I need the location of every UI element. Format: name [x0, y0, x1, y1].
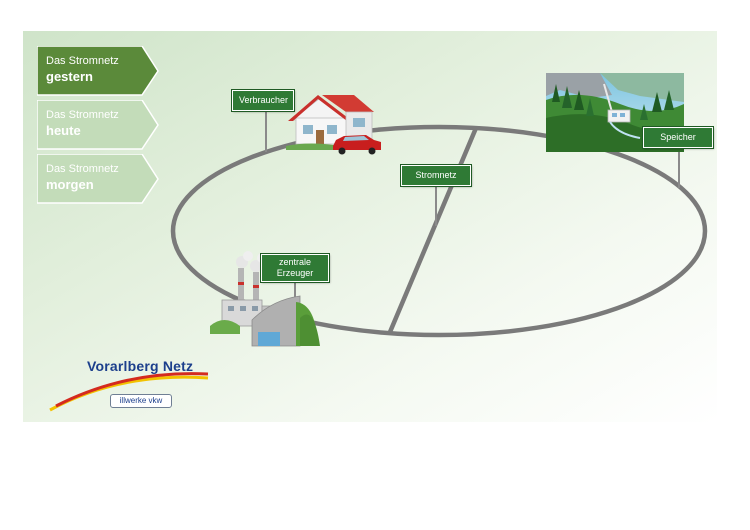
sign-label-line2: Erzeuger: [266, 268, 324, 279]
sign-speicher: Speicher: [643, 127, 713, 148]
sign-label: Stromnetz: [415, 170, 456, 180]
logo-illwerke-vkw: illwerke vkw: [110, 394, 172, 408]
sign-zentrale-erzeuger: zentrale Erzeuger: [261, 254, 329, 282]
sign-label-line1: zentrale: [266, 257, 324, 268]
sign-stromnetz: Stromnetz: [401, 165, 471, 186]
network-crossline: [390, 128, 476, 332]
sign-label: Speicher: [660, 132, 696, 142]
car-icon: [333, 135, 381, 155]
sign-verbraucher: Verbraucher: [232, 90, 294, 111]
sign-label: Verbraucher: [239, 95, 288, 105]
logo-vorarlberg-netz: Vorarlberg Netz: [87, 358, 193, 374]
